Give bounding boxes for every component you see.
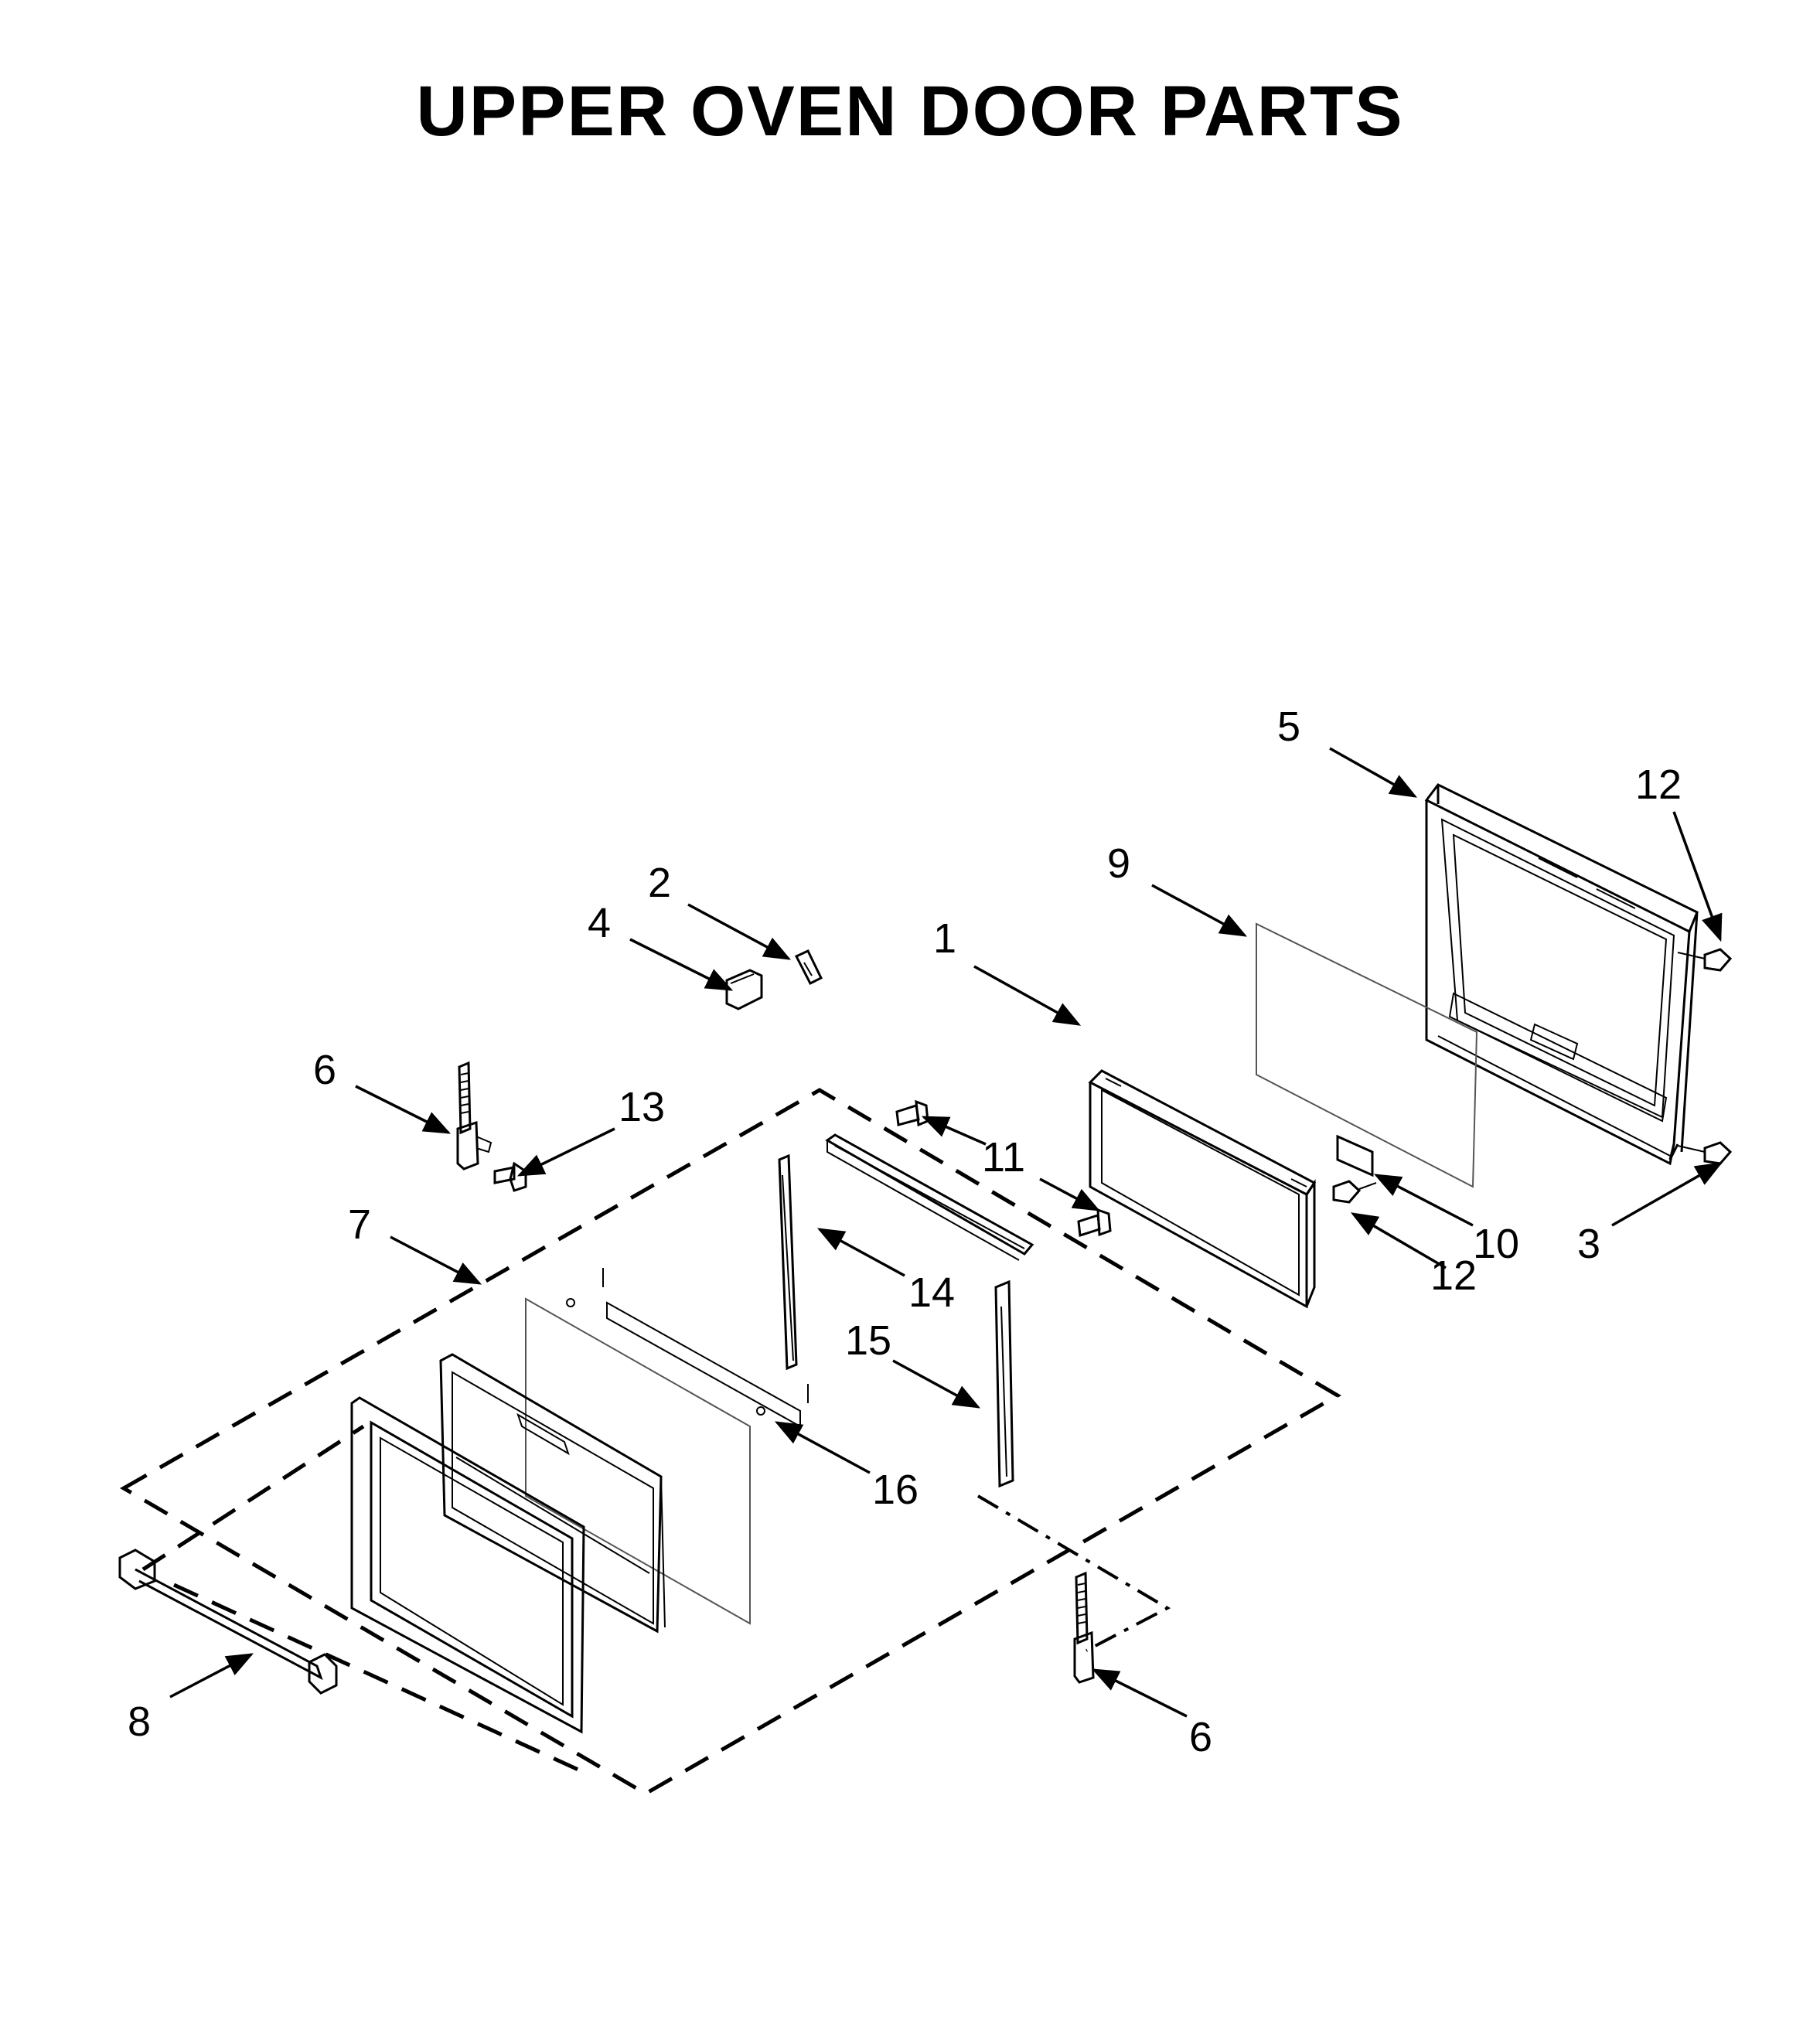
leader-lines bbox=[169, 747, 1723, 1718]
part-door-clip[interactable] bbox=[794, 949, 823, 986]
part-side-channel-14[interactable] bbox=[778, 1153, 798, 1371]
callout-11: 11 bbox=[982, 1134, 1025, 1181]
part-top-channel[interactable] bbox=[825, 1133, 1034, 1261]
part-insulation-strip[interactable] bbox=[602, 1268, 809, 1428]
part-screw-3[interactable] bbox=[1677, 1141, 1733, 1165]
part-screw-12-upper[interactable] bbox=[1677, 948, 1733, 972]
callout-numbers: 5 12 9 2 4 1 6 13 11 7 10 3 12 14 15 16 … bbox=[128, 704, 1682, 1760]
callout-12-upper: 12 bbox=[1635, 762, 1682, 808]
part-door-bracket[interactable] bbox=[725, 969, 763, 1010]
part-screw-12-lower[interactable] bbox=[1332, 1180, 1377, 1204]
callout-14: 14 bbox=[908, 1269, 955, 1316]
callout-2: 2 bbox=[648, 860, 671, 906]
callout-5: 5 bbox=[1277, 704, 1300, 750]
callout-3: 3 bbox=[1577, 1221, 1600, 1267]
part-outer-door-panel[interactable] bbox=[350, 1396, 585, 1734]
part-side-channel-15[interactable] bbox=[994, 1279, 1014, 1488]
part-inner-glass-panel[interactable] bbox=[1256, 922, 1478, 1188]
part-outer-door-frame[interactable] bbox=[1424, 783, 1699, 1166]
part-hinge-upper[interactable] bbox=[456, 1061, 492, 1170]
part-inner-door-frame[interactable] bbox=[1088, 1069, 1317, 1309]
callout-13: 13 bbox=[619, 1084, 665, 1130]
callout-6-lower: 6 bbox=[1189, 1714, 1212, 1760]
callout-1: 1 bbox=[933, 915, 956, 962]
part-screw-11-lower[interactable] bbox=[1077, 1208, 1112, 1237]
callout-4: 4 bbox=[588, 900, 611, 946]
part-screw-13[interactable] bbox=[493, 1161, 527, 1192]
callout-12-lower: 12 bbox=[1430, 1252, 1477, 1299]
page-title: UPPER OVEN DOOR PARTS bbox=[416, 72, 1404, 151]
part-screw-11-upper[interactable] bbox=[895, 1099, 929, 1127]
callout-7: 7 bbox=[348, 1201, 371, 1248]
door-assembly-outline bbox=[120, 1088, 1341, 1796]
callout-9: 9 bbox=[1107, 840, 1130, 887]
callout-8: 8 bbox=[128, 1699, 151, 1745]
callout-10: 10 bbox=[1473, 1221, 1519, 1267]
part-hinge-lower[interactable] bbox=[1073, 1571, 1095, 1684]
part-door-handle[interactable] bbox=[118, 1549, 338, 1695]
part-hinge-receiver-10[interactable] bbox=[1336, 1134, 1374, 1177]
callout-16: 16 bbox=[872, 1467, 919, 1513]
part-glass-pack[interactable] bbox=[439, 1353, 666, 1634]
callout-15: 15 bbox=[845, 1317, 891, 1364]
callout-6-upper: 6 bbox=[313, 1047, 336, 1093]
part-inner-glass-16[interactable] bbox=[525, 1297, 765, 1625]
